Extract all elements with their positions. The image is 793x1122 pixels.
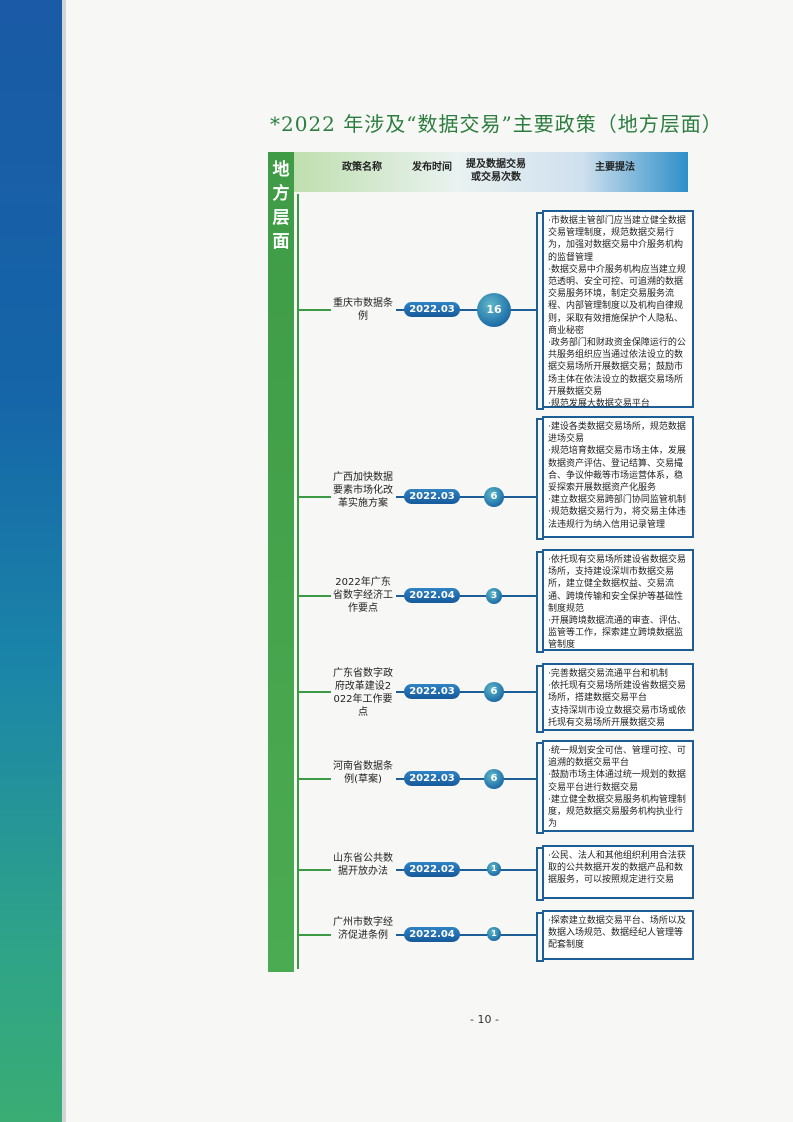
detail-bracket (536, 212, 544, 410)
column-header-count-line: 或交易次数 (471, 172, 521, 183)
detail-point: ·规范数据交易行为，将交易主体违法违规行为纳入信用记录管理 (548, 507, 686, 530)
count-circle: 1 (487, 862, 501, 876)
column-header-name: 政策名称 (342, 162, 382, 173)
detail-point: ·统一规划安全可信、管理可控、可追溯的数据交易平台 (548, 746, 686, 769)
detail-box: ·公民、法人和其他组织利用合法获取的公共数据开发的数据产品和数据服务，可以按照规… (542, 845, 694, 899)
row-connector (396, 869, 536, 871)
date-pill: 2022.03 (404, 489, 460, 504)
detail-bracket (536, 418, 544, 540)
count-circle: 6 (484, 487, 504, 507)
row-connector (396, 595, 536, 597)
count-circle: 6 (484, 682, 504, 702)
count-circle: 6 (484, 769, 504, 789)
detail-bracket (536, 665, 544, 733)
detail-box: ·完善数据交易流通平台和机制 ·依托现有交易场所建设省数据交易场所，搭建数据交易… (542, 663, 694, 731)
detail-point: ·公民、法人和其他组织利用合法获取的公共数据开发的数据产品和数据服务，可以按照规… (548, 851, 686, 886)
detail-box: ·探索建立数据交易平台、场所以及数据入场规范、数据经纪人管理等配套制度 (542, 910, 694, 960)
detail-point: ·市数据主管部门应当建立健全数据交易管理制度，规范数据交易行为，加强对数据交易中… (548, 216, 686, 263)
row-connector (396, 778, 536, 780)
column-header-date: 发布时间 (412, 162, 452, 173)
count-circle: 1 (487, 927, 501, 941)
detail-point: ·规范培育数据交易市场主体，发展数据资产评估、登记结算、交易撮合、争议仲裁等市场… (548, 446, 686, 494)
row-branch (297, 691, 331, 693)
policy-name: 广西加快数据要素市场化改革实施方案 (333, 472, 393, 509)
count-circle: 3 (486, 588, 502, 604)
date-pill: 2022.03 (404, 684, 460, 699)
side-strip (268, 152, 294, 972)
detail-point: ·建立健全数据交易服务机构管理制度，规范数据交易服务机构执业行为 (548, 794, 686, 830)
policy-name: 河南省数据条例(草案) (333, 761, 393, 785)
row-branch (297, 496, 331, 498)
side-label-char: 层 (272, 208, 290, 228)
detail-point: ·政务部门和财政资金保障运行的公共服务组织应当通过依法设立的数据交易场所开展数据… (548, 338, 686, 397)
row-connector (396, 309, 536, 311)
date-pill: 2022.04 (404, 588, 460, 603)
detail-point: ·数据交易中介服务机构应当建立规范透明、安全可控、可追溯的数据交易服务环境，制定… (548, 264, 686, 336)
left-band-edge (62, 0, 66, 1122)
detail-box: ·统一规划安全可信、管理可控、可追溯的数据交易平台 ·鼓励市场主体通过统一规划的… (542, 740, 694, 832)
detail-box: ·建设各类数据交易场所，规范数据进场交易 ·规范培育数据交易市场主体，发展数据资… (542, 416, 694, 538)
side-label-char: 方 (272, 184, 290, 204)
column-header-count-line: 提及数据交易 (466, 159, 526, 170)
page-number: - 10 - (470, 1013, 499, 1026)
left-color-band (0, 0, 62, 1122)
detail-point: ·依托现有交易场所建设省数据交易场所，支持建设深圳市数据交易所，建立健全数据权益… (548, 555, 686, 614)
detail-point: ·探索建立数据交易平台、场所以及数据入场规范、数据经纪人管理等配套制度 (548, 916, 686, 951)
date-pill: 2022.04 (404, 927, 460, 942)
column-header-points: 主要提法 (595, 162, 635, 173)
detail-point: ·建设各类数据交易场所，规范数据进场交易 (548, 422, 686, 445)
detail-point: ·建立数据交易跨部门协同监管机制 (548, 495, 686, 506)
detail-bracket (536, 551, 544, 653)
tree-trunk (297, 194, 299, 969)
row-branch (297, 934, 331, 936)
policy-name: 广东省数字政府改革建设2022年工作要点 (333, 668, 393, 718)
detail-point: ·规范发展大数据交易平台 (548, 399, 650, 410)
policy-name: 山东省公共数据开放办法 (333, 853, 393, 877)
detail-box: ·市数据主管部门应当建立健全数据交易管理制度，规范数据交易行为，加强对数据交易中… (542, 210, 694, 410)
date-pill: 2022.03 (404, 302, 460, 317)
date-pill: 2022.03 (404, 771, 460, 786)
detail-point: ·支持深圳市设立数据交易市场或依托现有交易场所开展数据交易 (548, 705, 686, 728)
policy-name: 2022年广东省数字经济工作要点 (333, 577, 393, 614)
detail-bracket (536, 847, 544, 901)
row-connector (396, 691, 536, 693)
detail-point: ·完善数据交易流通平台和机制 (548, 669, 668, 679)
side-label-char: 地 (272, 160, 290, 180)
table-header-bar (268, 152, 688, 192)
count-circle: 16 (477, 293, 511, 327)
column-header-count: 提及数据交易 或交易次数 (456, 158, 536, 184)
detail-point: ·依托现有交易场所建设省数据交易场所，搭建数据交易平台 (548, 681, 686, 704)
policy-name: 广州市数字经济促进条例 (333, 917, 393, 941)
side-label-char: 面 (272, 232, 290, 252)
policy-name: 重庆市数据条例 (333, 298, 393, 322)
detail-box: ·依托现有交易场所建设省数据交易场所，支持建设深圳市数据交易所，建立健全数据权益… (542, 549, 694, 651)
detail-bracket (536, 912, 544, 962)
side-label: 地 方 层 面 (268, 158, 294, 254)
row-branch (297, 309, 331, 311)
row-connector (396, 934, 536, 936)
row-branch (297, 595, 331, 597)
page-title: *2022 年涉及“数据交易”主要政策（地方层面） (270, 112, 723, 136)
date-pill: 2022.02 (404, 862, 460, 877)
detail-bracket (536, 742, 544, 834)
row-branch (297, 778, 331, 780)
detail-point: ·鼓励市场主体通过统一规划的数据交易平台进行数据交易 (548, 770, 686, 793)
row-branch (297, 869, 331, 871)
row-connector (396, 496, 536, 498)
detail-point: ·开展跨境数据流通的审查、评估、监管等工作，探索建立跨境数据监管制度 (548, 616, 686, 651)
